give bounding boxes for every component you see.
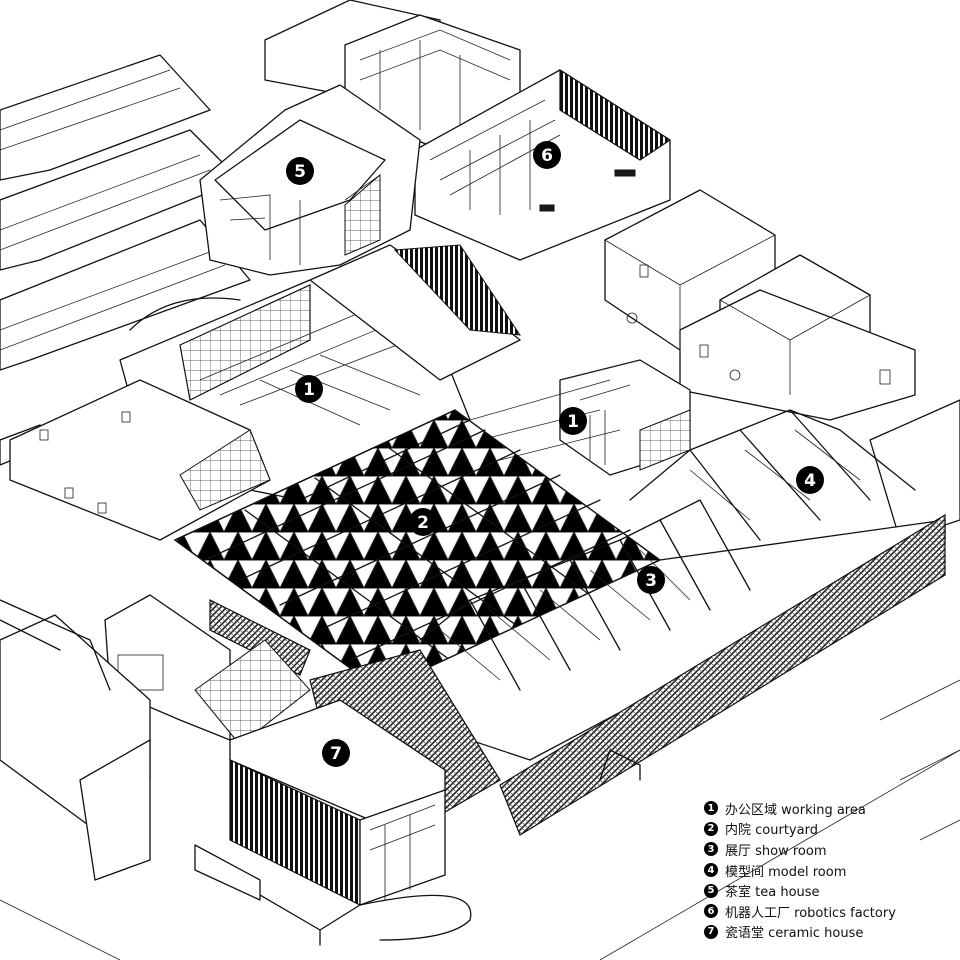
marker-circle [796,466,824,494]
legend-label: 机器人工厂 robotics factory [725,905,896,921]
legend-number: 2 [704,821,718,836]
marker-number: 2 [417,513,429,533]
right-buildings [604,189,960,841]
marker-show-room: 3 [637,566,665,594]
marker-number: 3 [645,571,657,591]
marker-number: 1 [567,412,579,432]
area-markers: 1 1 2 3 4 5 6 7 [286,141,824,767]
marker-number: 7 [330,744,342,764]
legend-number: 7 [704,924,718,939]
marker-circle [559,407,587,435]
legend-number: 3 [704,842,718,857]
legend-label: 模型间 model room [725,864,847,880]
marker-working-area: 1 [295,375,323,403]
marker-robotics-factory: 6 [533,141,561,169]
neighbour-buildings-left [0,54,251,466]
marker-circle [533,141,561,169]
legend-item: 2 内院 courtyard [704,819,954,840]
neighbour-buildings-bottom [0,599,960,960]
marker-working-area: 1 [559,407,587,435]
marker-circle [295,375,323,403]
marker-number: 6 [541,146,553,166]
ceramic-house [0,594,472,946]
marker-ceramic-house: 7 [322,739,350,767]
marker-number: 4 [804,471,816,491]
marker-number: 5 [294,162,306,182]
legend-number: 5 [704,883,718,898]
marker-circle [637,566,665,594]
marker-courtyard: 2 [409,508,437,536]
legend-number: 6 [704,904,718,919]
legend-item: 6 机器人工厂 robotics factory [704,901,954,922]
legend-item: 4 模型间 model room [704,860,954,881]
legend-number: 1 [704,801,718,816]
legend: 1 办公区域 working area 2 内院 courtyard 3 展厅 show … [704,798,954,942]
marker-circle [286,157,314,185]
legend-label: 办公区域 working area [725,802,866,818]
marker-number: 1 [303,380,315,400]
legend-label: 内院 courtyard [725,823,818,839]
legend-item: 3 展厅 show room [704,839,954,860]
legend-label: 瓷语堂 ceramic house [725,926,864,942]
legend-label: 茶室 tea house [725,885,820,901]
legend-number: 4 [704,863,718,878]
legend-item: 5 茶室 tea house [704,880,954,901]
marker-model-room: 4 [796,466,824,494]
legend-item: 1 办公区域 working area [704,798,954,819]
courtyard-roof [173,409,662,691]
marker-tea-house: 5 [286,157,314,185]
legend-label: 展厅 show room [725,843,827,859]
marker-circle [409,508,437,536]
back-buildings [199,0,672,276]
legend-item: 7 瓷语堂 ceramic house [704,922,954,943]
perforated-facade [209,513,946,836]
marker-circle [322,739,350,767]
